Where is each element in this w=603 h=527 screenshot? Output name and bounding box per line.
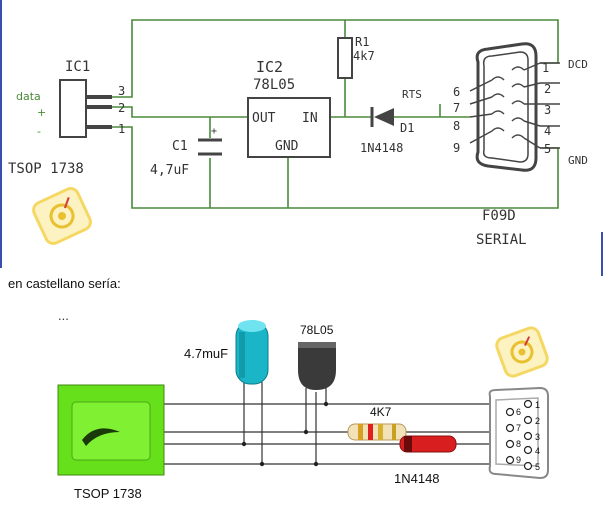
ic2-gnd: GND	[275, 139, 299, 154]
db9-dcd-label: DCD	[568, 58, 588, 71]
r1-label: R1	[355, 35, 369, 49]
ic1-pin-number-3: 3	[118, 84, 125, 98]
db9-pin-4: 4	[544, 124, 551, 138]
d1-triangle	[374, 108, 394, 126]
db9-pictorial: 1 2 3 4 5 6 7 8 9	[488, 386, 549, 480]
db9-pic-pin-4: 4	[535, 446, 540, 456]
db9-pin-7: 7	[453, 101, 460, 115]
db9-connector: 6 7 8 9 1 2 3 4 5 RTS DCD GND F09D SERIA…	[402, 42, 588, 248]
db9-pin-2: 2	[544, 82, 551, 96]
db9-pin-1: 1	[542, 61, 549, 75]
capacitor: 4.7muF	[184, 320, 269, 385]
ic2-component: IC2 78L05 OUT IN GND	[247, 58, 331, 158]
c1-component: + C1 4,7uF	[150, 126, 222, 178]
ic1-pin-name-data: data	[16, 90, 41, 103]
db9-pic-pin-9: 9	[516, 455, 521, 465]
ic1-pin-name-minus: -	[37, 125, 41, 138]
r1-value: 4k7	[353, 49, 375, 63]
db9-shell	[475, 42, 538, 172]
db9-pic-pin-5: 5	[535, 462, 540, 472]
ellipsis-text: ...	[58, 308, 69, 323]
left-edge-mark	[0, 0, 2, 268]
ic1-component: IC1 3 2 1 data + - TSOP 1738	[8, 59, 125, 177]
regulator: 78L05	[298, 323, 336, 390]
r1-component: R1 4k7	[337, 35, 375, 79]
db9-pic-pin-1: 1	[535, 400, 540, 410]
tsop-label: TSOP 1738	[74, 486, 142, 501]
pictorial-diagram: TSOP 1738 4.7muF 78L05	[57, 320, 549, 501]
db9-pic-pin-3: 3	[535, 432, 540, 442]
ic2-out: OUT	[252, 111, 276, 126]
pictorial-wires	[160, 382, 520, 465]
db9-gnd-label: GND	[568, 154, 588, 167]
db9-pic-pin-2: 2	[535, 416, 540, 426]
tsop-lens	[82, 428, 120, 446]
ic1-pin-number-2: 2	[118, 101, 125, 115]
ic1-label: IC1	[65, 59, 90, 75]
regulator-label: 78L05	[300, 323, 334, 337]
diode-label: 1N4148	[394, 471, 440, 486]
logo-watermark-bottom	[495, 326, 549, 378]
ic1-pin-name-plus: +	[37, 106, 46, 119]
pictorial-panel: TSOP 1738 4.7muF 78L05	[0, 300, 603, 523]
capacitor-label: 4.7muF	[184, 346, 228, 361]
tsop-sensor: TSOP 1738	[57, 384, 165, 501]
c1-plus: +	[211, 126, 217, 137]
db9-pin-9: 9	[453, 141, 460, 155]
db9-label: F09D	[482, 208, 516, 224]
schematic-panel: IC1 3 2 1 data + - TSOP 1738 + C1 4,7uF …	[8, 19, 588, 248]
d1-label: D1	[400, 121, 414, 135]
ic2-in: IN	[302, 111, 318, 126]
d1-part: 1N4148	[360, 141, 403, 155]
db9-pin-3: 3	[544, 103, 551, 117]
ic1-part-label: TSOP 1738	[8, 161, 84, 177]
ic2-label: IC2	[256, 58, 283, 76]
c1-value: 4,7uF	[150, 163, 189, 178]
db9-rts-label: RTS	[402, 88, 422, 101]
schematic-diagram: IC1 3 2 1 data + - TSOP 1738 + C1 4,7uF …	[8, 19, 588, 248]
ic1-body	[59, 79, 87, 138]
d1-component: D1 1N4148	[360, 107, 414, 155]
logo-watermark-top	[32, 187, 92, 245]
db9-pic-pin-7: 7	[516, 423, 521, 433]
r1-body	[337, 37, 353, 79]
db9-sub-label: SERIAL	[476, 232, 527, 248]
diode: 1N4148	[394, 435, 457, 486]
ic2-body	[247, 97, 331, 158]
resistor-label: 4K7	[370, 405, 392, 419]
db9-pic-pin-8: 8	[516, 439, 521, 449]
db9-pin-6: 6	[453, 85, 460, 99]
ic2-part: 78L05	[253, 77, 295, 93]
right-edge-mark	[601, 232, 603, 276]
c1-label: C1	[172, 139, 188, 154]
caption-text: en castellano sería:	[8, 276, 121, 291]
resistor: 4K7	[347, 405, 407, 441]
db9-pin-8: 8	[453, 119, 460, 133]
db9-pic-pin-6: 6	[516, 407, 521, 417]
db9-pin-5: 5	[544, 142, 551, 156]
ic1-pin-number-1: 1	[118, 122, 125, 136]
